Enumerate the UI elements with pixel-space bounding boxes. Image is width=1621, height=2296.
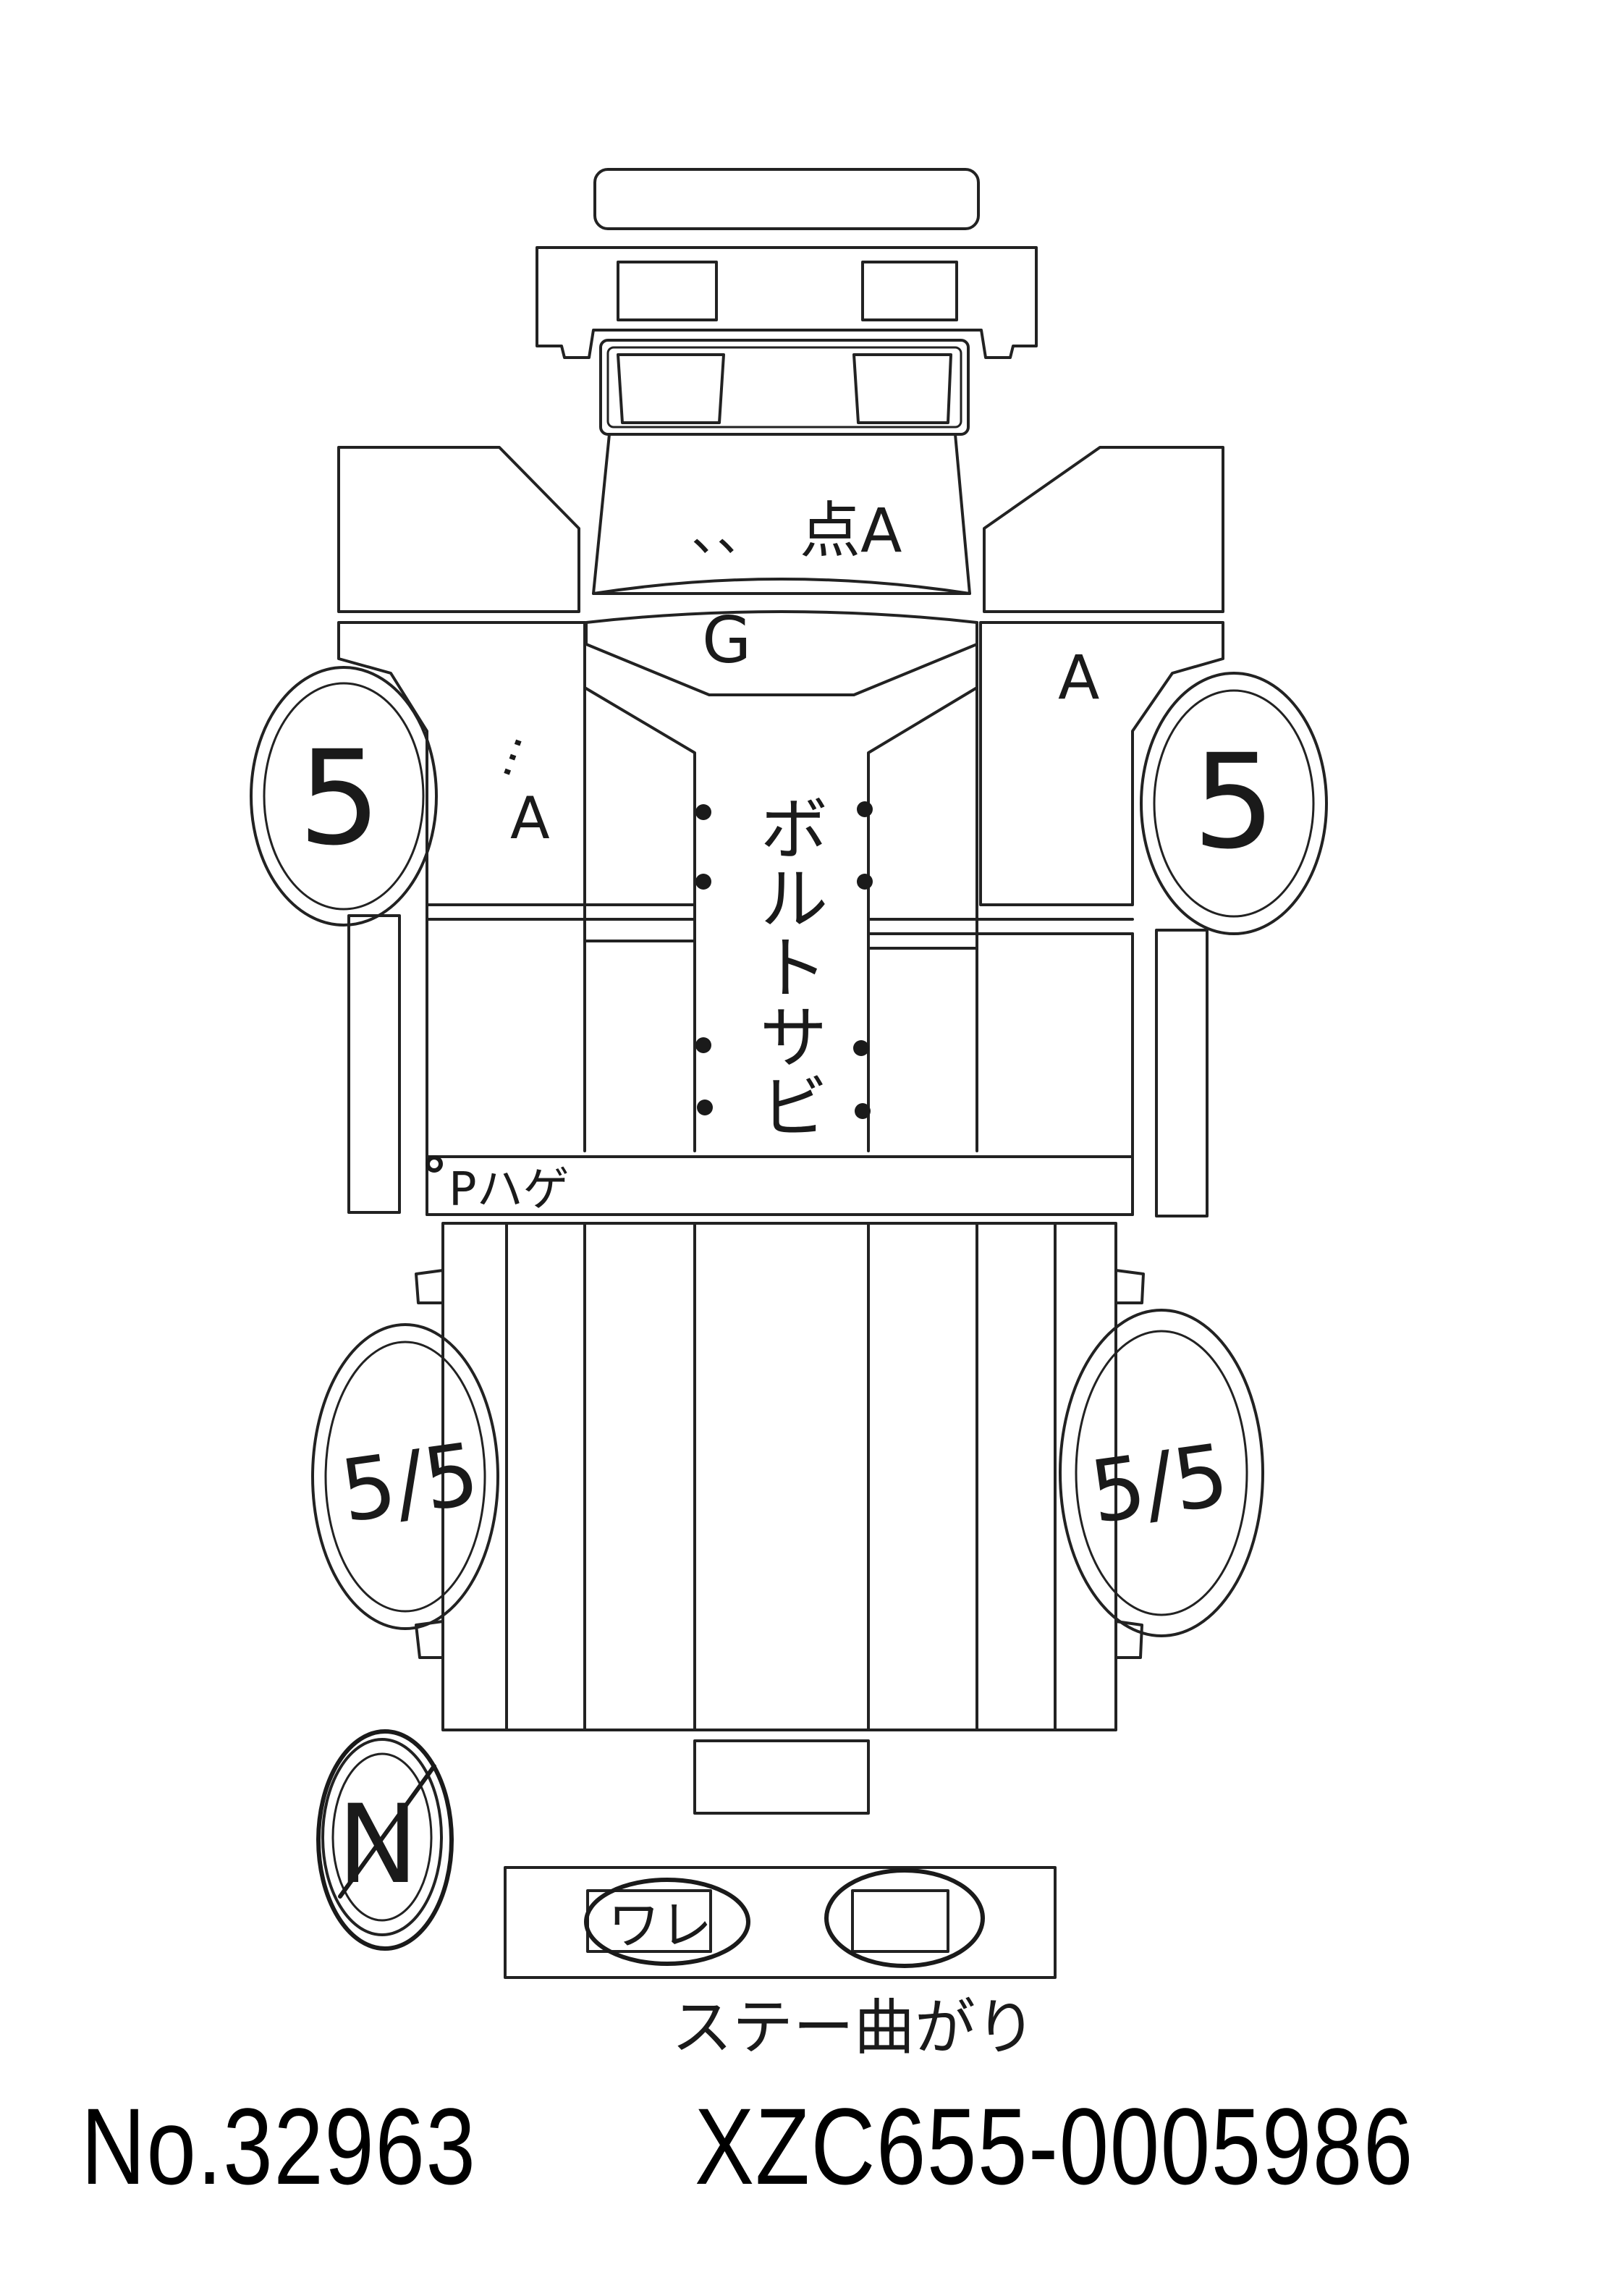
front-right-tire-inner [1153,689,1315,918]
left-lamp [617,261,718,321]
spare-tire-inner [331,1752,433,1922]
grille-panel [585,610,978,696]
cab-band-inner [583,940,978,950]
right-headlight [852,353,952,424]
paint-mark-circle [426,1155,443,1173]
left-rear-flap-top [415,1269,444,1304]
grille-label: G [702,603,751,678]
stay-circle-mark [824,1868,985,1968]
front-left-tire-inner [263,682,425,911]
front-left-tire [250,666,438,927]
front-bumper [593,168,980,230]
rear-left-tire [311,1323,499,1630]
front-hood-label: 点A [800,495,902,566]
windshield-inner [606,346,962,429]
rear-left-tire-inner [324,1341,486,1613]
hood-curve [592,578,971,595]
cargo-bed [441,1222,1117,1731]
right-rear-flap-bottom [1114,1620,1143,1659]
warе-circle-mark [584,1878,750,1966]
left-fender-label: A [510,785,550,852]
side-note: Pハゲ [449,1163,570,1217]
chassis-left-rail [583,686,696,1152]
rear-right-lamp [851,1889,949,1953]
rear-right-tire-value: 5/5 [1084,1425,1234,1542]
right-door [979,621,1224,906]
bolt-dot [857,874,873,890]
bolt-dot [855,1103,871,1119]
bolt-dot [695,804,711,820]
left-cab-band [426,903,696,921]
spare-tire [321,1738,443,1936]
hood [592,433,971,595]
grille-bar [536,246,1038,359]
left-fender-marks: … [468,722,534,784]
bolt-dot [857,801,873,817]
spare-tire-value: N [337,1782,418,1908]
bolt-dot [695,874,711,890]
right-cab-band [867,918,1134,935]
center-note: ボルトサビ [747,793,828,1140]
left-headlight [617,353,725,424]
vehicle-number: No.32963 [81,2085,477,2207]
rear-right-tire [1059,1309,1264,1637]
rear-bumper-label: ワレ [608,1895,712,1956]
bed-slats [505,1222,1057,1731]
rear-hitch [693,1739,870,1815]
rear-right-tire-inner [1075,1330,1248,1616]
front-left-tire-value: 5 [298,723,381,874]
chassis-number: XZC655-0005986 [695,2085,1414,2207]
spare-slash [338,1764,436,1899]
bolt-dot [853,1040,869,1056]
left-step [347,914,401,1214]
front-right-tire [1140,672,1328,935]
right-step [1155,929,1209,1217]
right-fender-label: A [1058,642,1099,713]
spare-circle-mark [316,1729,454,1951]
right-rear-flap-top [1114,1269,1145,1304]
bottom-note: ステー曲がり [672,1992,1036,2063]
front-marks: 、、 [691,503,767,562]
bolt-dot [695,1037,711,1053]
rear-bumper [504,1866,1057,1979]
chassis-right-rail [867,686,978,1152]
right-front-fender [983,446,1224,613]
bolt-dot [697,1100,713,1115]
rear-left-tire-value: 5/5 [335,1424,485,1542]
left-front-fender [337,446,580,613]
right-lamp [861,261,958,321]
front-right-tire-value: 5 [1193,727,1276,878]
